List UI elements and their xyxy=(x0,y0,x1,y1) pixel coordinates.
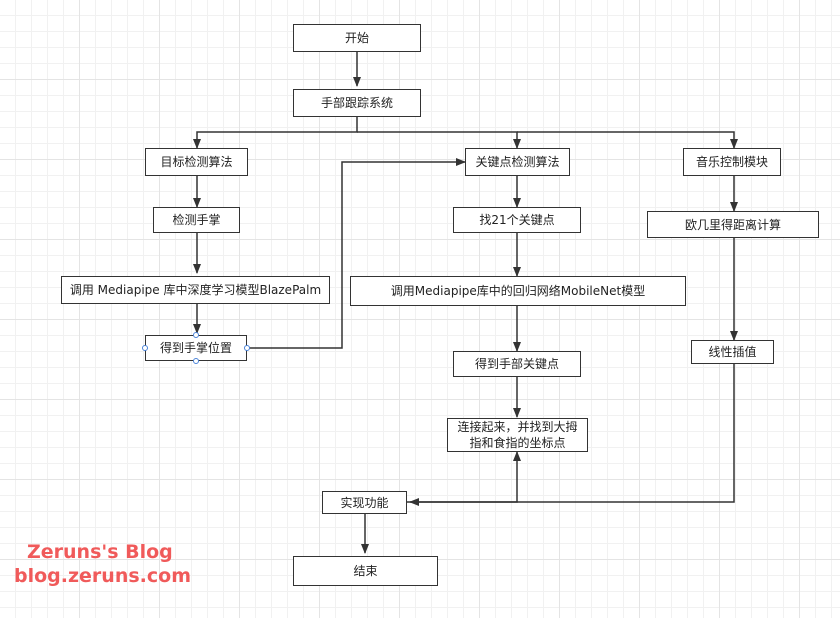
node-keypoint-detection-algorithm[interactable]: 关键点检测算法 xyxy=(465,148,570,176)
connect-line-2: 指和食指的坐标点 xyxy=(469,436,566,450)
node-hand-keypoints[interactable]: 得到手部关键点 xyxy=(453,351,581,377)
node-implement-function[interactable]: 实现功能 xyxy=(322,491,407,514)
node-find-21-keypoints[interactable]: 找21个关键点 xyxy=(453,207,581,233)
watermark-title: Zeruns's Blog xyxy=(27,541,173,563)
node-hand-tracking-system[interactable]: 手部跟踪系统 xyxy=(293,89,421,117)
edge-tracking-to-music xyxy=(517,131,738,149)
node-detect-palm[interactable]: 检测手掌 xyxy=(153,207,240,233)
node-call-blazepalm[interactable]: 调用 Mediapipe 库中深度学习模型BlazePalm xyxy=(61,276,330,304)
edge-tracking-to-keypoint xyxy=(357,131,521,149)
node-euclidean-distance[interactable]: 欧几里得距离计算 xyxy=(647,211,819,238)
selection-handle-bottom[interactable] xyxy=(193,358,199,364)
connect-line-1: 连接起来，并找到大拇 xyxy=(457,420,578,434)
node-connect-thumb-index[interactable]: 连接起来，并找到大拇 指和食指的坐标点 xyxy=(447,418,588,452)
node-call-mobilenet[interactable]: 调用Mediapipe库中的回归网络MobileNet模型 xyxy=(350,276,686,306)
selection-handle-left[interactable] xyxy=(142,345,148,351)
node-start[interactable]: 开始 xyxy=(293,24,421,52)
edge-implement-to-connect xyxy=(407,451,521,503)
edge-tracking-branch xyxy=(193,117,358,149)
node-end[interactable]: 结束 xyxy=(293,556,438,586)
node-object-detection-algorithm[interactable]: 目标检测算法 xyxy=(145,148,248,176)
watermark-url: blog.zeruns.com xyxy=(14,565,191,587)
edge-interp-to-implement xyxy=(409,364,735,506)
selection-handle-right[interactable] xyxy=(244,345,250,351)
blog-watermark: Zeruns's Blog blog.zeruns.com xyxy=(14,540,191,588)
node-music-control-module[interactable]: 音乐控制模块 xyxy=(683,148,781,176)
node-linear-interpolation[interactable]: 线性插值 xyxy=(691,340,774,364)
selection-handle-top[interactable] xyxy=(193,332,199,338)
edge-position-to-keypoint-algo xyxy=(247,158,466,349)
